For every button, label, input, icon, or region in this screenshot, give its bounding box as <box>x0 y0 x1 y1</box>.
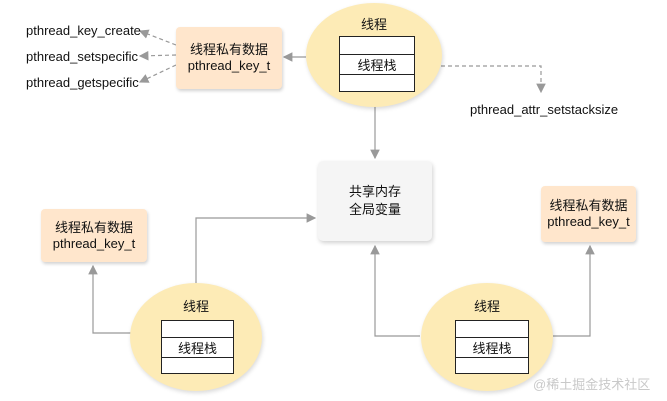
stack-label-top: 线程栈 <box>340 55 414 75</box>
thread-stack-top: 线程栈 <box>339 36 415 92</box>
arrow-thread-right-to-private <box>553 244 595 337</box>
thread-stack-right: 线程栈 <box>455 320 529 374</box>
label-pthread-attr-setstacksize: pthread_attr_setstacksize <box>470 102 619 117</box>
stack-label-right: 线程栈 <box>456 338 528 358</box>
stack-row <box>456 358 528 374</box>
private-data-key-type: pthread_key_t <box>187 58 271 73</box>
arrow-to-getspecific <box>138 64 177 83</box>
shared-memory-title: 共享内存 <box>348 184 401 199</box>
label-pthread-setspecific: pthread_setspecific <box>26 49 139 64</box>
private-data-box-left: 线程私有数据 pthread_key_t <box>41 209 147 262</box>
private-data-key-type: pthread_key_t <box>52 235 136 251</box>
stack-row <box>162 321 233 338</box>
thread-stack-left: 线程栈 <box>161 320 234 374</box>
stack-row <box>456 321 528 338</box>
private-data-title: 线程私有数据 <box>54 219 133 235</box>
global-variables-label: 全局变量 <box>348 202 401 217</box>
thread-title-top: 线程 <box>360 17 387 32</box>
arrow-to-key-create <box>138 29 177 46</box>
arrow-thread-left-to-shared <box>195 213 317 295</box>
arrow-to-setstacksize <box>413 65 546 94</box>
thread-title-left: 线程 <box>182 299 209 314</box>
stack-row <box>340 75 414 92</box>
label-pthread-key-create: pthread_key_create <box>26 23 141 38</box>
private-data-title: 线程私有数据 <box>189 42 268 57</box>
private-data-title: 线程私有数据 <box>549 198 628 213</box>
stack-row <box>340 37 414 55</box>
label-pthread-getspecific: pthread_getspecific <box>26 75 139 90</box>
private-data-box-right: 线程私有数据 pthread_key_t <box>541 186 636 242</box>
watermark: @稀土掘金技术社区 <box>533 377 651 392</box>
private-data-box-top: 线程私有数据 pthread_key_t <box>176 27 282 89</box>
stack-row <box>162 358 233 374</box>
arrow-thread-right-to-shared <box>370 244 420 337</box>
arrow-thread-left-to-private <box>88 264 132 334</box>
arrow-to-setspecific <box>138 50 177 61</box>
thread-title-right: 线程 <box>473 299 500 314</box>
stack-label-left: 线程栈 <box>162 338 233 358</box>
private-data-key-type: pthread_key_t <box>547 214 630 229</box>
shared-memory-box: 共享内存 全局变量 <box>318 161 432 241</box>
